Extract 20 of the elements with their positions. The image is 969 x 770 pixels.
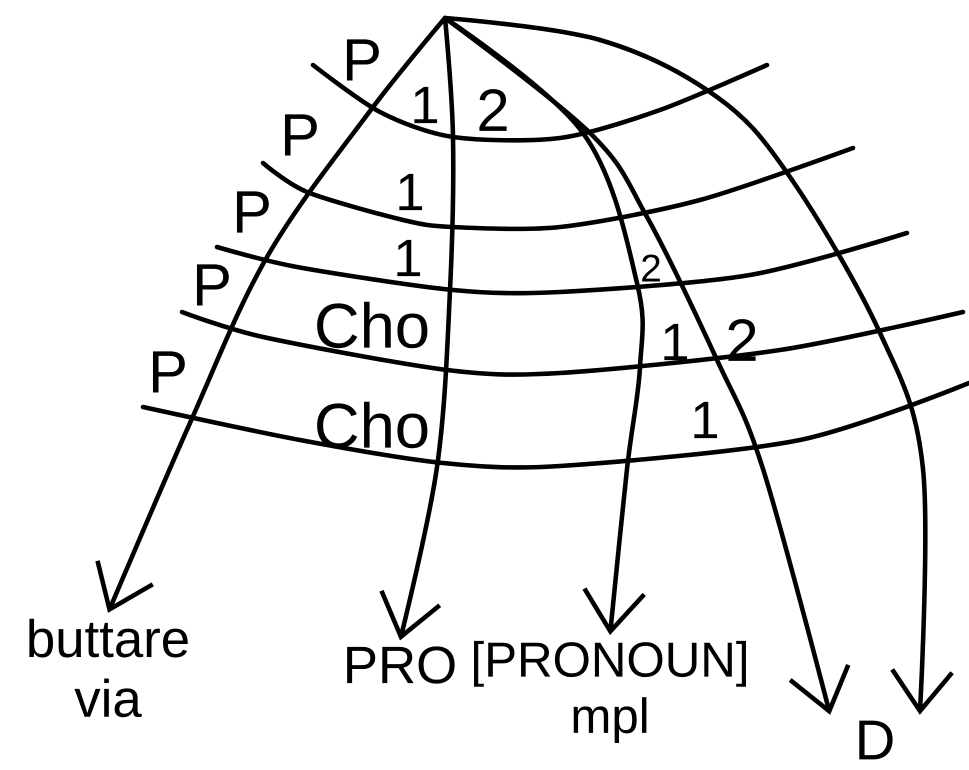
node-label: D — [859, 720, 893, 760]
node-label: PRO — [347, 646, 455, 684]
relation-label: 1 — [664, 324, 688, 360]
relation-label: 1 — [694, 402, 718, 438]
relation-label: 1 — [397, 240, 420, 276]
relation-label: P — [236, 191, 269, 233]
relation-label: 1 — [399, 174, 422, 210]
node-label: buttare via — [29, 618, 188, 718]
relation-label: P — [196, 264, 229, 306]
relation-label: 2 — [479, 89, 507, 131]
relation-label: Cho — [317, 302, 428, 348]
arrow — [442, 16, 850, 715]
relation-label: Cho — [317, 402, 428, 448]
relation-label: 1 — [414, 86, 438, 124]
arrow — [442, 16, 954, 715]
relation-label: 2 — [642, 254, 660, 282]
node-label: [PRONOUN] mpl — [474, 640, 746, 744]
relation-label: P — [152, 351, 185, 393]
relation-label: P — [346, 39, 379, 81]
relation-label: P — [284, 114, 317, 156]
